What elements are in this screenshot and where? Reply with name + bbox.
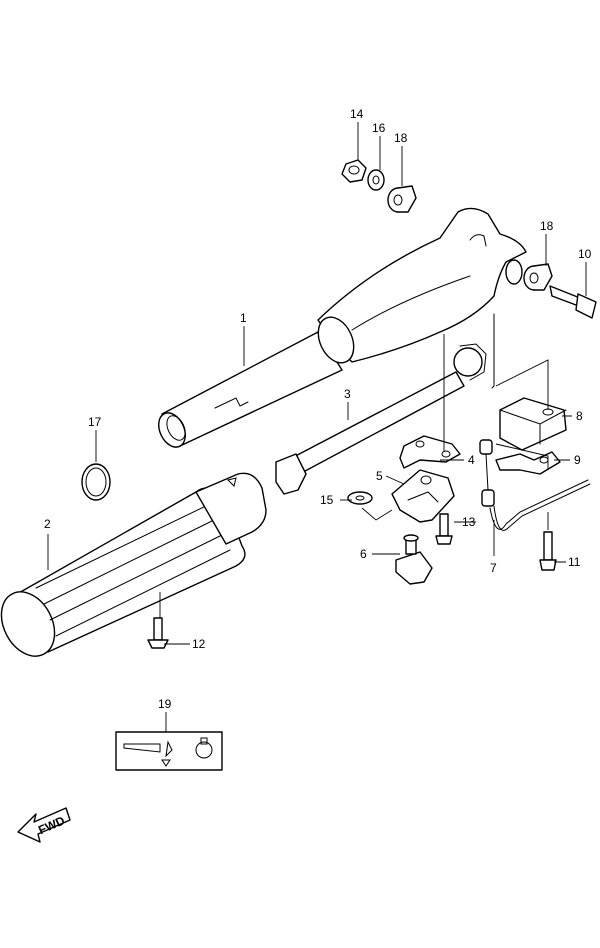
lock-washer-15 — [347, 491, 373, 505]
fwd-direction-arrow: FWD — [17, 807, 71, 843]
callout-3: 3 — [344, 387, 351, 401]
washer-16 — [367, 169, 385, 191]
cable — [479, 439, 591, 531]
callout-1: 1 — [240, 311, 247, 325]
callout-15: 15 — [320, 493, 334, 507]
screw-11 — [539, 531, 557, 571]
callout-19: 19 — [158, 697, 172, 711]
callout-4: 4 — [468, 453, 475, 467]
callout-14: 14 — [350, 107, 364, 121]
callout-17: 17 — [88, 415, 102, 429]
callout-2: 2 — [44, 517, 51, 531]
callout-5: 5 — [376, 469, 383, 483]
throttle-shaft — [275, 343, 487, 495]
bracket — [391, 469, 455, 523]
cable-clamp — [495, 451, 561, 475]
callout-13: 13 — [462, 515, 476, 529]
bushing-18b — [523, 263, 553, 291]
callout-11: 11 — [568, 555, 581, 569]
callout-12: 12 — [192, 637, 206, 651]
screw-13 — [435, 513, 453, 545]
bolt-10 — [549, 285, 597, 319]
callout-10: 10 — [578, 247, 592, 261]
callout-8: 8 — [576, 409, 583, 423]
stopper — [395, 534, 433, 585]
bushing-18a — [387, 185, 417, 213]
callout-numbers: 1 2 3 4 5 6 7 8 9 10 11 12 13 14 15 16 1… — [44, 107, 592, 711]
plate — [399, 435, 461, 469]
throttle-grip — [0, 472, 267, 657]
callout-9: 9 — [574, 453, 581, 467]
throttle-label-decal — [115, 731, 223, 771]
o-ring-17 — [81, 463, 111, 501]
callout-6: 6 — [360, 547, 367, 561]
fwd-arrow-text: FWD — [36, 813, 67, 837]
nut-14 — [341, 159, 367, 183]
callout-18-top: 18 — [394, 131, 408, 145]
callout-7: 7 — [490, 561, 497, 575]
screw-12 — [147, 617, 169, 649]
tiller-handle-arm — [158, 207, 527, 448]
leader-lines — [47, 122, 587, 732]
callout-18-right: 18 — [540, 219, 554, 233]
callout-16: 16 — [372, 121, 386, 135]
cable-guide — [499, 397, 567, 451]
